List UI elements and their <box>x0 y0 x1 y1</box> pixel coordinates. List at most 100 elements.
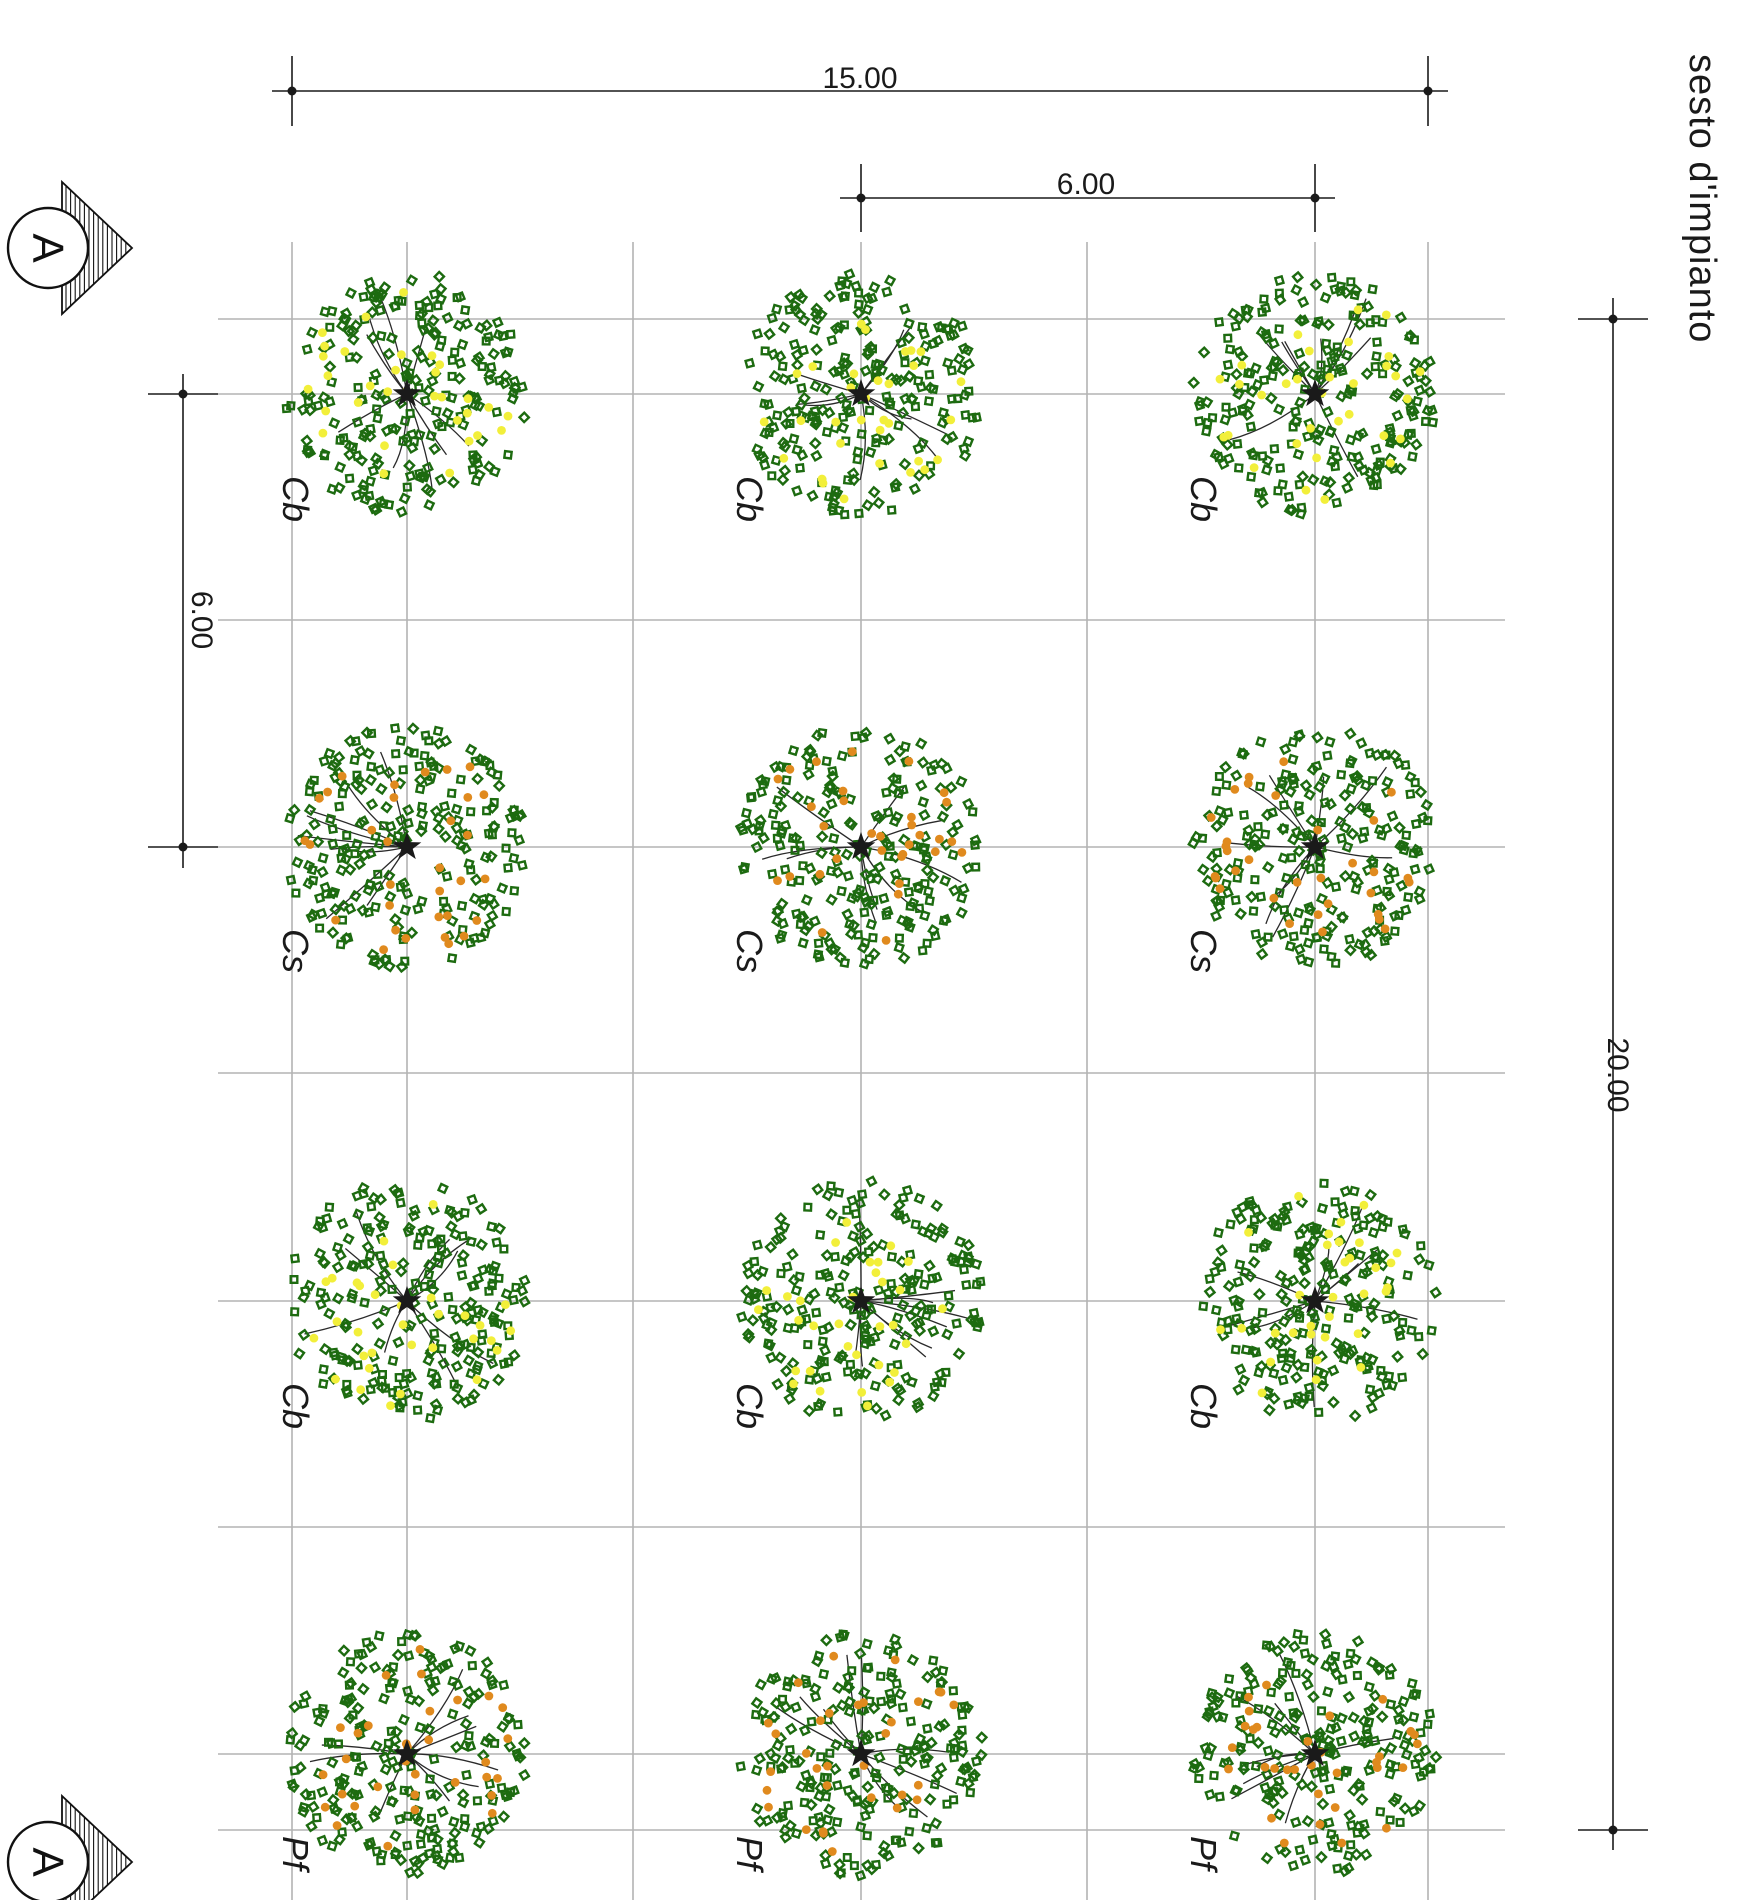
leaf-mark <box>403 1221 416 1235</box>
leaf-mark <box>813 1650 825 1662</box>
fruit-mark <box>809 1321 819 1331</box>
leaf-mark <box>942 323 955 336</box>
leaf-mark <box>956 320 968 332</box>
leaf-mark <box>419 395 431 407</box>
leaf-mark <box>508 1785 520 1797</box>
leaf-mark <box>403 1650 415 1662</box>
leaf-mark <box>349 1751 360 1762</box>
fruit-mark <box>1315 1820 1325 1829</box>
leaf-mark <box>344 1680 355 1690</box>
leaf-mark <box>1339 1766 1351 1778</box>
leaf-mark <box>1249 1243 1259 1253</box>
leaf-mark <box>1375 1710 1389 1724</box>
fruit-mark <box>1402 394 1412 404</box>
leaf-mark <box>412 1694 426 1708</box>
leaf-mark <box>925 1736 938 1750</box>
leaf-mark <box>839 509 850 520</box>
leaf-mark <box>763 1339 776 1352</box>
leaf-mark <box>1397 1695 1410 1708</box>
fruit-mark <box>1257 390 1266 400</box>
leaf-mark <box>426 1283 440 1297</box>
leaf-mark <box>1294 479 1305 490</box>
fruit-mark <box>460 1311 470 1320</box>
tree-symbol <box>1187 1628 1443 1878</box>
leaf-mark <box>333 1739 344 1749</box>
leaf-mark <box>491 1237 502 1248</box>
leaf-mark <box>378 820 389 831</box>
leaf-mark <box>337 899 351 913</box>
leaf-mark <box>508 852 520 864</box>
fruit-mark <box>1398 1763 1408 1772</box>
fruit-mark <box>373 1782 383 1792</box>
leaf-mark <box>1406 428 1416 439</box>
leaf-mark <box>1296 1222 1310 1236</box>
leaf-mark <box>911 1400 924 1414</box>
leaf-mark <box>1406 1677 1418 1689</box>
leaf-mark <box>350 489 363 502</box>
fruit-mark <box>920 465 930 475</box>
leaf-mark <box>924 895 935 906</box>
leaf-mark <box>1407 451 1418 462</box>
tree-branch <box>304 1300 408 1335</box>
leaf-mark <box>1316 1277 1330 1291</box>
leaf-mark <box>1246 471 1257 482</box>
leaf-mark <box>855 1821 867 1833</box>
fruit-mark <box>463 793 473 802</box>
leaf-mark <box>507 828 517 838</box>
leaf-mark <box>459 1717 473 1730</box>
fruit-mark <box>1244 1228 1253 1237</box>
leaf-mark <box>1276 363 1290 377</box>
leaf-mark <box>1413 1253 1426 1266</box>
leaf-mark <box>496 1782 507 1793</box>
leaf-mark <box>809 417 823 431</box>
leaf-mark <box>357 1188 369 1200</box>
leaf-mark <box>912 882 925 895</box>
leaf-mark <box>1237 406 1248 417</box>
leaf-mark <box>424 736 434 746</box>
leaf-mark <box>1341 841 1354 853</box>
fruit-mark <box>370 1290 380 1300</box>
leaf-mark <box>358 484 369 495</box>
leaf-mark <box>804 760 815 771</box>
leaf-mark <box>1287 736 1299 748</box>
leaf-mark <box>850 731 861 742</box>
leaf-mark <box>1345 783 1357 795</box>
leaf-mark <box>1369 1735 1381 1747</box>
leaf-mark <box>882 1849 895 1862</box>
leaf-mark <box>470 1314 482 1326</box>
leaf-mark <box>902 331 916 345</box>
leaf-mark <box>414 783 426 795</box>
leaf-mark <box>1423 355 1436 368</box>
leaf-mark <box>437 422 447 432</box>
leaf-mark <box>772 410 783 421</box>
leaf-mark <box>854 1234 867 1247</box>
leaf-mark <box>1381 775 1394 789</box>
leaf-mark <box>1414 785 1428 799</box>
leaf-mark <box>1293 729 1306 743</box>
fruit-mark <box>492 1346 502 1355</box>
leaf-mark <box>776 1268 786 1279</box>
fruit-mark <box>818 1827 828 1836</box>
leaf-mark <box>1286 1274 1300 1287</box>
fruit-mark <box>379 1236 389 1246</box>
leaf-mark <box>1279 904 1290 915</box>
leaf-mark <box>1210 909 1222 922</box>
leaf-mark <box>850 280 862 292</box>
fruit-mark <box>415 1645 425 1654</box>
leaf-mark <box>1344 727 1357 740</box>
leaf-mark <box>1349 311 1360 322</box>
leaf-mark <box>1206 850 1219 864</box>
leaf-mark <box>782 1681 793 1692</box>
leaf-mark <box>1239 1266 1251 1278</box>
leaf-mark <box>946 1252 959 1265</box>
leaf-mark <box>352 1360 363 1371</box>
leaf-mark <box>487 819 501 833</box>
leaf-mark <box>483 368 497 381</box>
leaf-mark <box>452 319 466 332</box>
leaf-mark <box>1230 1344 1241 1355</box>
leaf-mark <box>470 755 481 767</box>
leaf-mark <box>425 1774 435 1784</box>
fruit-mark <box>886 1241 896 1251</box>
leaf-mark <box>771 303 783 315</box>
fruit-mark <box>1290 1765 1299 1774</box>
